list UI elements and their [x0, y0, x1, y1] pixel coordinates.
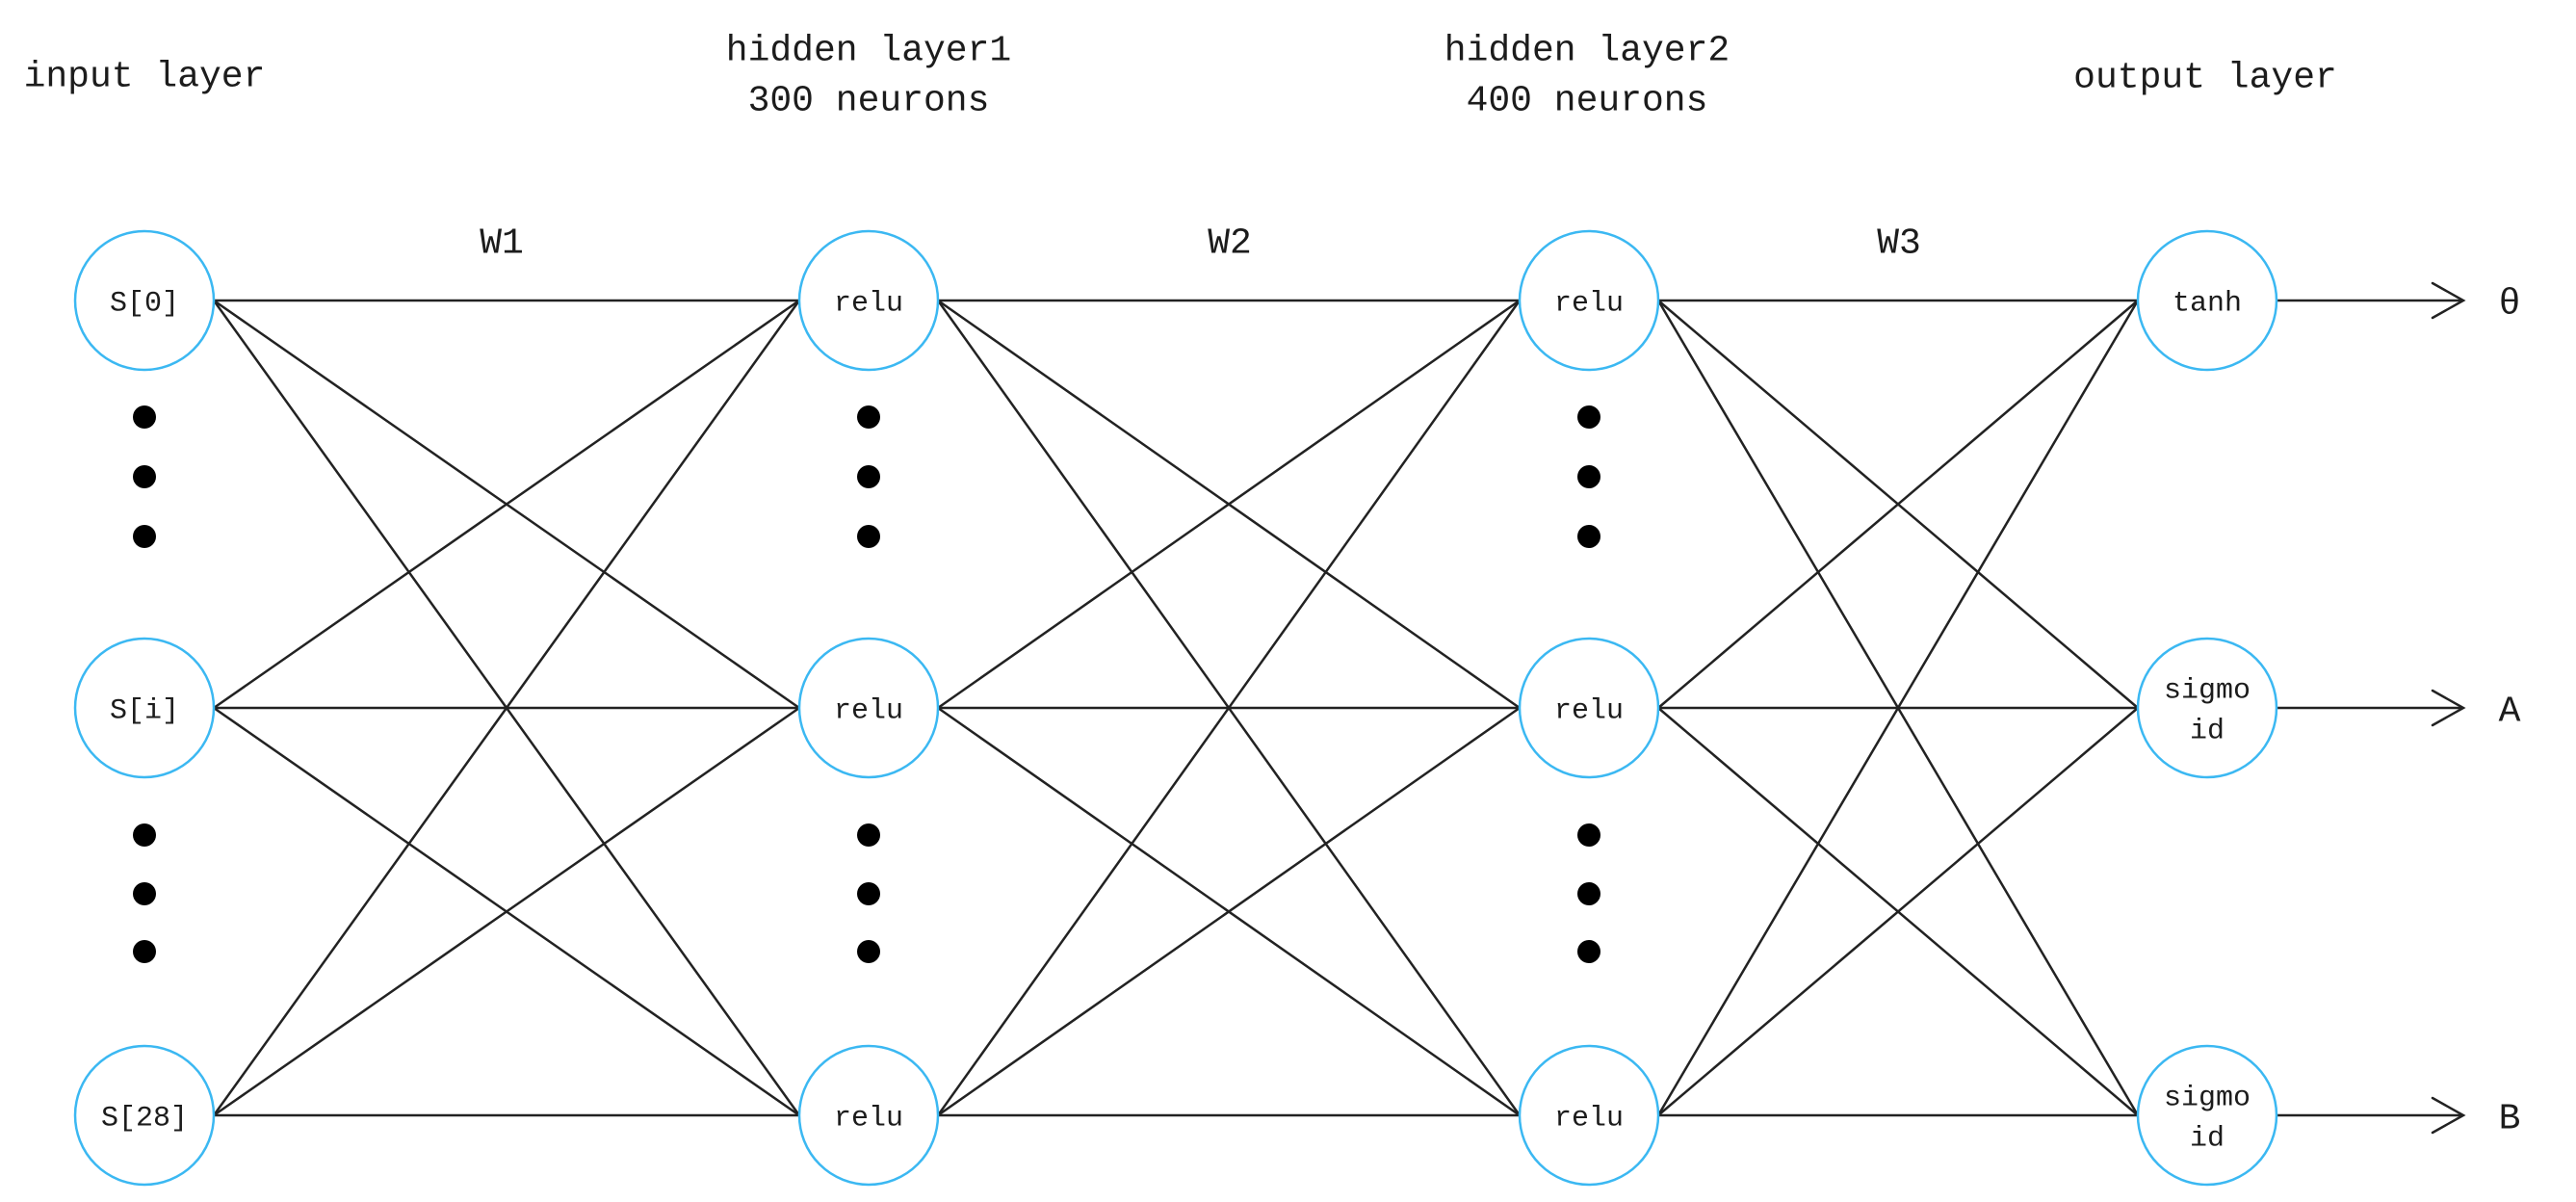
hidden-layer2-header: 400 neurons — [1467, 80, 1708, 121]
output-arrows — [2275, 281, 2466, 1135]
node-circle — [73, 1044, 216, 1187]
node-hidden-layer-1-2: relu — [797, 1044, 940, 1187]
node-label: S[i] — [110, 695, 179, 728]
nodes: S[0] S[i] S[28] relu relu relu relu relu relu tan… — [73, 229, 2278, 1187]
node-circle — [2136, 1044, 2278, 1187]
node-label: relu — [1554, 1103, 1624, 1136]
node-circle — [1518, 637, 1660, 779]
node-hidden-layer-2-1: relu — [1518, 637, 1660, 779]
ellipsis-dot — [133, 882, 156, 905]
output-label-0: θ — [2499, 283, 2521, 325]
ellipsis-dot — [1577, 823, 1600, 847]
node-circle — [797, 1044, 940, 1187]
node-circle — [2136, 637, 2278, 779]
ellipsis-dot — [857, 882, 880, 905]
arrowhead-icon — [2431, 281, 2466, 320]
node-label: sigmo — [2164, 1083, 2251, 1115]
ellipsis-dot — [1577, 405, 1600, 429]
node-input-layer-2: S[28] — [73, 1044, 216, 1187]
node-circle — [1518, 229, 1660, 372]
node-label: relu — [834, 1103, 903, 1136]
edge-line — [937, 299, 1521, 710]
ellipsis-dots — [133, 405, 1600, 963]
edge-line — [937, 706, 1521, 1117]
edge-line — [1656, 300, 2140, 1116]
node-label: S[28] — [101, 1103, 188, 1136]
node-circle — [797, 637, 940, 779]
node-label: relu — [834, 288, 903, 321]
ellipsis-dot — [857, 823, 880, 847]
ellipsis-dot — [1577, 940, 1600, 963]
node-circle — [797, 229, 940, 372]
ellipsis-dot — [857, 940, 880, 963]
edge-line — [213, 706, 800, 1117]
node-label: relu — [1554, 695, 1624, 728]
ellipsis-dot — [133, 525, 156, 548]
ellipsis-dot — [857, 525, 880, 548]
ellipsis-dot — [1577, 525, 1600, 548]
ellipsis-dot — [1577, 465, 1600, 488]
node-output-layer-0: tanh — [2136, 229, 2278, 372]
weight-label-W2: W2 — [1208, 222, 1252, 264]
node-output-layer-1: sigmo id — [2136, 637, 2278, 779]
edge-lines — [212, 299, 2140, 1117]
node-hidden-layer-2-0: relu — [1518, 229, 1660, 372]
node-hidden-layer-1-0: relu — [797, 229, 940, 372]
edge-line — [936, 300, 1522, 1116]
node-hidden-layer-2-2: relu — [1518, 1044, 1660, 1187]
weight-label-W3: W3 — [1877, 222, 1921, 264]
node-label: id — [2190, 716, 2225, 748]
node-label: S[0] — [110, 288, 179, 321]
ellipsis-dot — [133, 405, 156, 429]
node-label: relu — [834, 695, 903, 728]
node-input-layer-1: S[i] — [73, 637, 216, 779]
edge-line — [212, 300, 801, 1116]
node-circle — [73, 229, 216, 372]
input-layer-header: input layer — [24, 56, 266, 97]
node-circle — [73, 637, 216, 779]
ellipsis-dot — [133, 823, 156, 847]
output-layer-header: output layer — [2073, 57, 2337, 98]
ellipsis-dot — [857, 465, 880, 488]
output-label-2: B — [2499, 1098, 2521, 1139]
ellipsis-dot — [133, 940, 156, 963]
hidden-layer2-header: hidden layer2 — [1444, 30, 1730, 71]
arrowhead-icon — [2431, 1096, 2466, 1135]
node-label: sigmo — [2164, 675, 2251, 708]
node-label: id — [2190, 1123, 2225, 1156]
output-label-1: A — [2499, 691, 2521, 732]
edge-line — [1657, 707, 2139, 1116]
arrowhead-icon — [2431, 689, 2466, 727]
hidden-layer1-header: hidden layer1 — [726, 30, 1011, 71]
node-hidden-layer-1-1: relu — [797, 637, 940, 779]
node-label: tanh — [2173, 288, 2242, 321]
node-circle — [2136, 229, 2278, 372]
ellipsis-dot — [133, 465, 156, 488]
node-input-layer-0: S[0] — [73, 229, 216, 372]
weight-label-W1: W1 — [480, 222, 524, 264]
node-circle — [1518, 1044, 1660, 1187]
edge-line — [213, 299, 800, 710]
edge-line — [1657, 300, 2139, 709]
node-output-layer-2: sigmo id — [2136, 1044, 2278, 1187]
node-label: relu — [1554, 288, 1624, 321]
ellipsis-dot — [857, 405, 880, 429]
ellipsis-dot — [1577, 882, 1600, 905]
hidden-layer1-header: 300 neurons — [748, 80, 990, 121]
